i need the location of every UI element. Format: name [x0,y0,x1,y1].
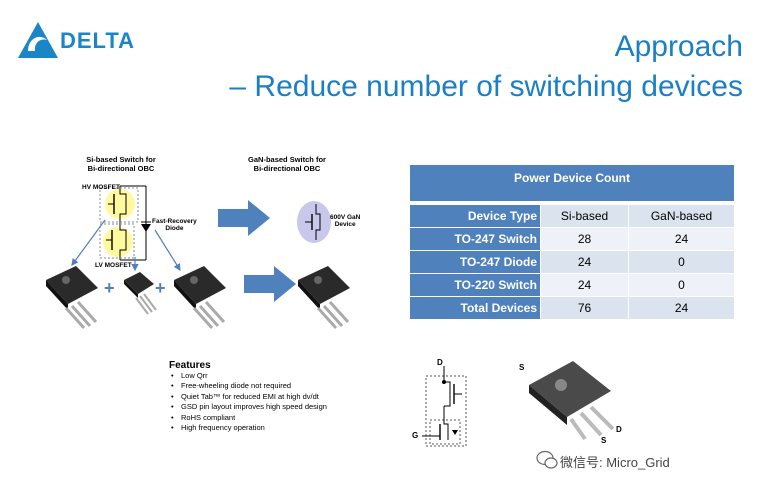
delta-logo-icon [18,22,58,58]
brand-name: DELTA [60,28,136,53]
schematic-gate-label: G [412,431,419,440]
features-block: Features Low Qrr Free-wheeling diode not… [167,360,407,434]
row-label: Total Devices [410,297,540,319]
cell-si: 28 [541,228,628,250]
lv-mosfet-label: LV MOSFET [95,262,132,269]
fast-recovery-label: Fast-Recovery Diode [152,218,197,232]
to247-package-icon [174,266,226,330]
gan-device-icon [297,201,331,243]
power-device-table: Power Device Count Device Type Si-based … [410,165,734,319]
plus-icon: + [104,278,115,298]
to220-package-icon [124,272,157,315]
list-item: RoHS compliant [167,413,407,424]
plus-icon: + [155,278,166,298]
list-item: Quiet Tab™ for reduced EMI at high dv/dt [167,392,407,403]
si-caption-line1: Si-based Switch for [86,155,156,164]
cell-gan: 24 [629,228,734,250]
list-item: High frequency operation [167,423,407,434]
table-row: TO-247 Diode 24 0 [410,251,734,273]
package-drain-label: D [616,425,622,434]
cell-si: 24 [541,251,628,273]
hv-mosfet-label: HV MOSFET [82,184,120,191]
table-row: TO-220 Switch 24 0 [410,274,734,296]
features-title: Features [169,360,211,371]
to247-package-icon [298,266,350,330]
cell-gan: 0 [629,274,734,296]
table-row: Total Devices 76 24 [410,297,734,319]
watermark-text: 微信号: Micro_Grid [560,455,670,470]
right-arrow-icon [244,266,296,302]
cell-si: 76 [541,297,628,319]
row-label: TO-247 Diode [410,251,540,273]
row-label: TO-220 Switch [410,274,540,296]
list-item: Free-wheeling diode not required [167,381,407,392]
gan-caption-line2: Bi-directional OBC [253,164,321,173]
cascode-schematic-icon [422,366,467,447]
si-switch-circuit-icon [99,185,151,261]
gan-device-label: 600V GaN Device [330,214,360,228]
si-caption: Si-based Switch for Bi-directional OBC [66,155,176,173]
package-source-label-1: S [519,363,525,372]
list-item: GSD pin layout improves high speed desig… [167,402,407,413]
connector-arrows-icon [71,219,181,272]
col-header-si: Si-based [541,205,628,227]
table-row: TO-247 Switch 28 24 [410,228,734,250]
gan-device-line1: 600V GaN [330,214,361,221]
table-title: Power Device Count [410,165,734,201]
col-header-device-type: Device Type [410,205,540,227]
gan-device-line2: Device [334,221,356,228]
wechat-icon [536,450,558,469]
list-item: Low Qrr [167,371,407,382]
right-arrow-icon [218,200,270,236]
si-caption-line2: Bi-directional OBC [87,164,155,173]
cell-gan: 24 [629,297,734,319]
cell-gan: 0 [629,251,734,273]
to247-package-icon [46,266,98,330]
cell-si: 24 [541,274,628,296]
page-subtitle: – Reduce number of switching devices [229,70,743,103]
to247-photo-icon [529,361,615,441]
package-source-label-2: S [601,436,607,445]
table-header-row: Device Type Si-based GaN-based [410,205,734,227]
row-label: TO-247 Switch [410,228,540,250]
gan-caption: GaN-based Switch for Bi-directional OBC [232,155,342,173]
fast-recovery-line2: Diode [165,225,184,232]
gan-caption-line1: GaN-based Switch for [248,155,326,164]
col-header-gan: GaN-based [629,205,734,227]
fast-recovery-line1: Fast-Recovery [152,218,197,225]
schematic-drain-label: D [437,358,443,367]
features-list: Low Qrr Free-wheeling diode not required… [167,371,407,434]
page-title: Approach [614,30,743,63]
